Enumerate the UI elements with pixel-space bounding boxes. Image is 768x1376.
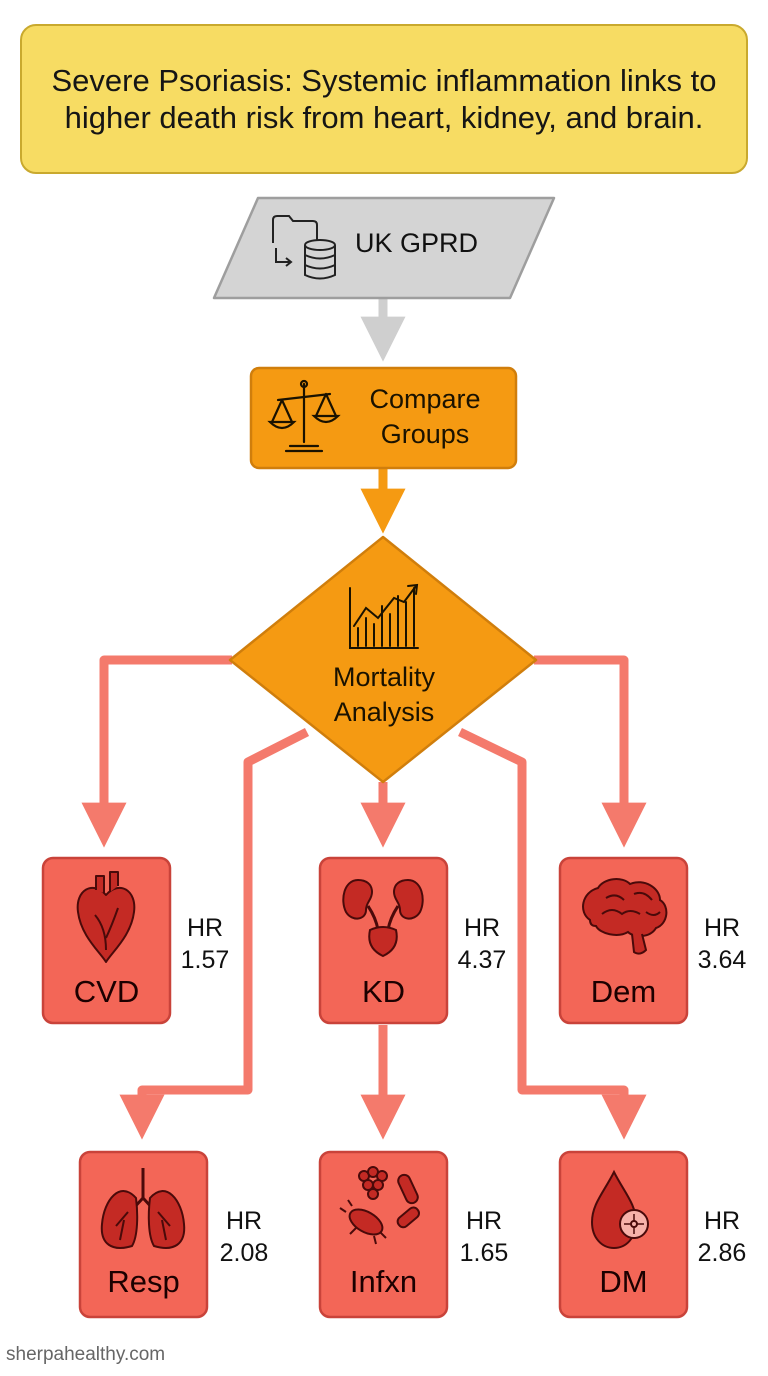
title-text: Severe Psoriasis: Systemic inflammation … (51, 63, 717, 135)
data-source-label: UK GPRD (355, 228, 479, 258)
cvd-label: CVD (73, 974, 140, 1009)
heart-icon (76, 871, 136, 963)
hr-value: 2.08 (219, 1239, 269, 1267)
compare-groups-label: Compare Groups (369, 384, 481, 449)
bar-chart-trend-icon (349, 583, 419, 649)
arrow-to-cvd (81, 655, 232, 848)
compare-groups-box (249, 366, 518, 470)
resp-label: Resp (107, 1264, 180, 1299)
hr-value: 3.64 (697, 946, 747, 974)
title-banner: Severe Psoriasis: Systemic inflammation … (20, 24, 748, 174)
dem-hazard-ratio: HR 3.64 (687, 912, 757, 976)
kd-label: KD (361, 974, 406, 1009)
dem-label: Dem (590, 974, 657, 1009)
dm-hazard-ratio: HR 2.86 (687, 1205, 757, 1269)
database-folder-icon (272, 215, 336, 280)
hr-value: 1.57 (180, 946, 230, 974)
hr-label: HR (463, 914, 501, 942)
hr-label: HR (703, 1207, 741, 1235)
footer-watermark: sherpahealthy.com (6, 1344, 166, 1365)
hr-label: HR (186, 914, 224, 942)
mortality-analysis-label: Mortality Analysis (332, 662, 435, 727)
resp-hazard-ratio: HR 2.08 (209, 1205, 279, 1269)
arrow-to-dm (458, 727, 647, 1140)
infxn-label: Infxn (349, 1264, 418, 1299)
connectors (81, 298, 647, 1140)
hr-label: HR (465, 1207, 503, 1235)
balance-scale-icon (267, 379, 341, 453)
hr-value: 2.86 (697, 1239, 747, 1267)
data-source-shape (212, 196, 556, 300)
blood-drop-icon (590, 1169, 649, 1250)
lungs-icon (100, 1168, 186, 1249)
arrow-to-dem (534, 655, 647, 848)
mortality-analysis-diamond (228, 535, 538, 784)
brain-icon (582, 878, 668, 955)
kd-hazard-ratio: HR 4.37 (447, 912, 517, 976)
hr-value: 1.65 (459, 1239, 509, 1267)
hr-label: HR (225, 1207, 263, 1235)
hr-label: HR (703, 914, 741, 942)
microbe-icon (339, 1166, 421, 1245)
dm-label: DM (599, 1264, 648, 1299)
hr-value: 4.37 (457, 946, 507, 974)
kidney-icon (342, 878, 424, 958)
infxn-hazard-ratio: HR 1.65 (449, 1205, 519, 1269)
arrow-to-resp (119, 727, 310, 1140)
cvd-hazard-ratio: HR 1.57 (170, 912, 240, 976)
resp-box (78, 1150, 209, 1319)
